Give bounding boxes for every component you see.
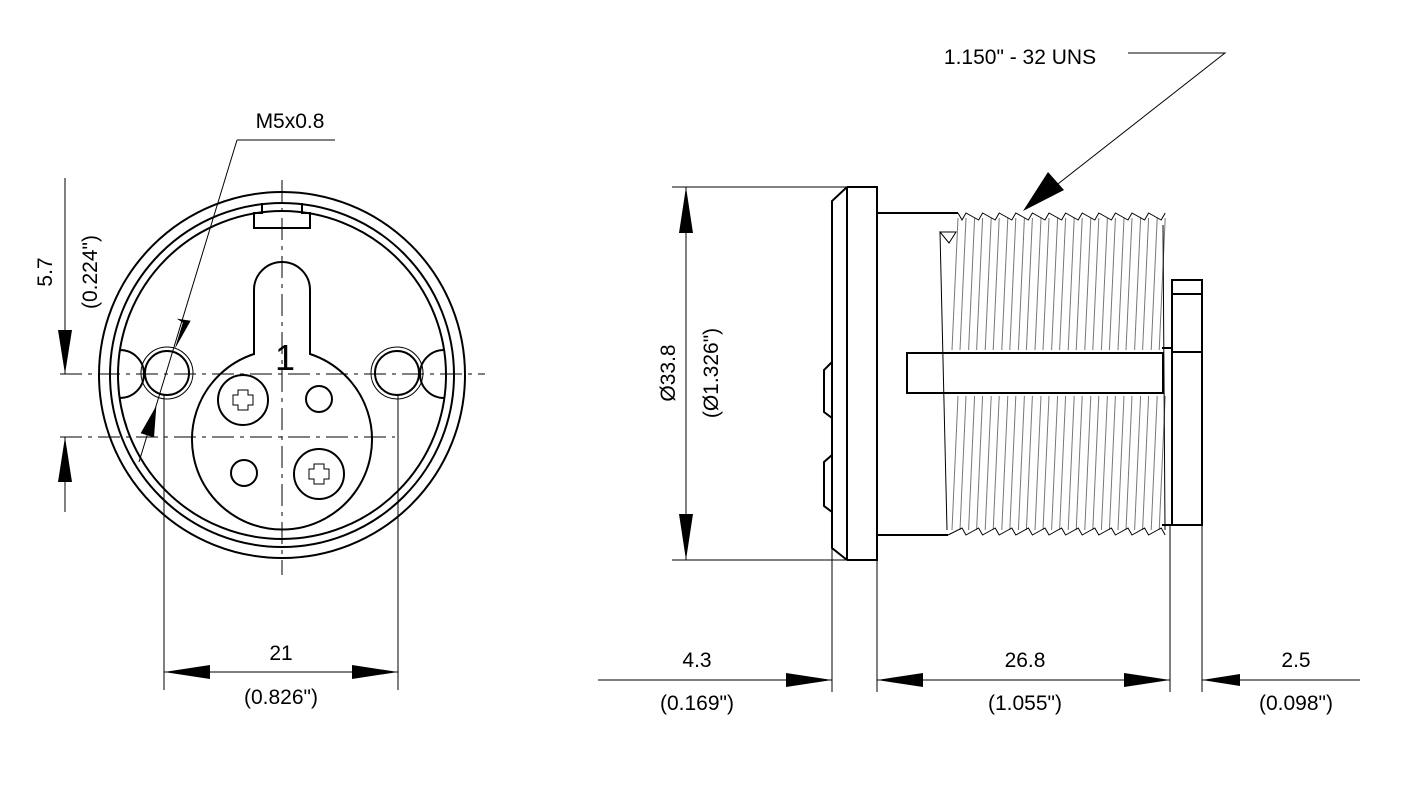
nut <box>1171 279 1203 526</box>
body <box>877 212 958 536</box>
contact-hole <box>230 459 258 487</box>
phillips-screw-icon <box>308 463 330 485</box>
body-dim-mm: 26.8 <box>1005 649 1046 672</box>
key-slot <box>906 352 1164 394</box>
thread-lines <box>939 212 1166 536</box>
contact-hole <box>305 385 333 413</box>
flange <box>831 186 878 561</box>
flange-dim-mm: 4.3 <box>682 649 711 672</box>
height-dim-inch: (0.224") <box>79 235 102 309</box>
uns-thread-callout: 1.150" - 32 UNS <box>944 46 1096 69</box>
phillips-screw-icon <box>232 389 254 411</box>
mount-hole-left <box>144 350 190 396</box>
contact-screw-2 <box>293 448 345 500</box>
flange-dim-inch: (0.169") <box>660 692 734 715</box>
nut-dim-inch: (0.098") <box>1259 692 1333 715</box>
mount-hole-right <box>374 350 420 396</box>
body-dim-inch: (1.055") <box>988 692 1062 715</box>
side-view: Ø33.8 (Ø1.326") 4.3 (0.169") 26.8 (1.055… <box>598 46 1360 715</box>
diameter-dim-mm: Ø33.8 <box>657 344 680 401</box>
nut-dim-mm: 2.5 <box>1281 649 1310 672</box>
diameter-dim-inch: (Ø1.326") <box>700 328 723 418</box>
contact-screw-1 <box>217 374 269 426</box>
m5-thread-callout: M5x0.8 <box>256 110 325 133</box>
front-view: 1 5.7 (0.224") 21 (0.826") M5x0.8 <box>34 110 485 709</box>
pin-label: 1 <box>275 337 295 378</box>
flange-tabs <box>823 361 833 513</box>
height-dim-mm: 5.7 <box>34 257 57 286</box>
width-dim-mm: 21 <box>269 642 292 665</box>
width-dim-inch: (0.826") <box>244 686 318 709</box>
inner-ring-circle <box>109 202 455 548</box>
